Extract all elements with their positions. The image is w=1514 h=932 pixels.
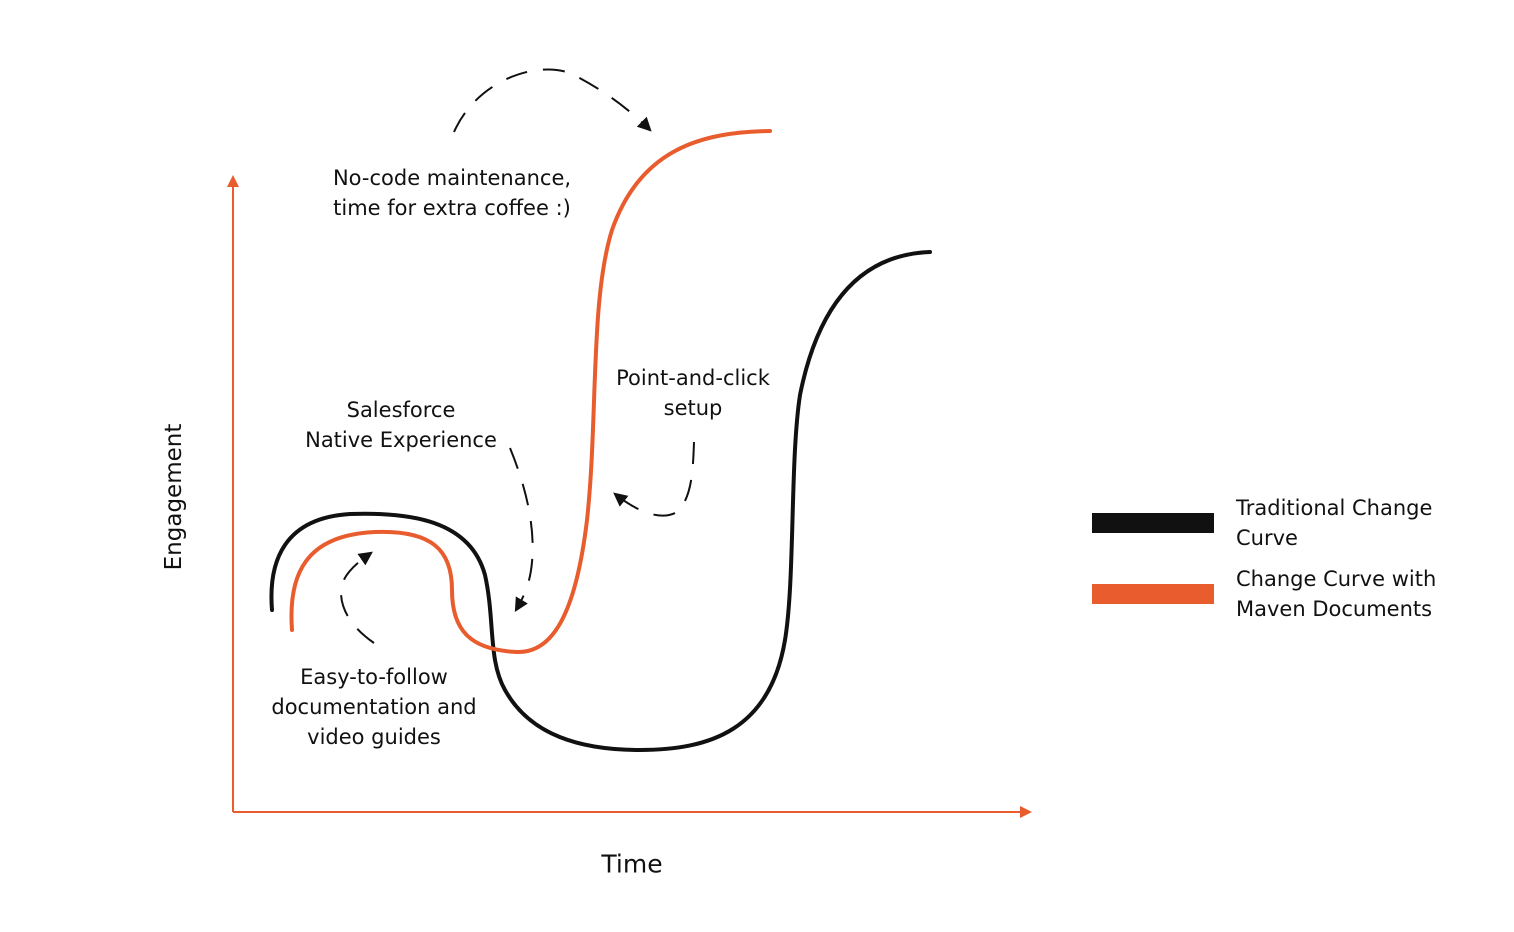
easy-follow-arrow xyxy=(339,551,375,644)
legend-item-traditional: Traditional Change Curve xyxy=(1092,493,1492,553)
legend-swatch-traditional xyxy=(1092,513,1214,533)
legend-item-maven: Change Curve with Maven Documents xyxy=(1092,564,1492,624)
legend-label-traditional: Traditional Change Curve xyxy=(1236,493,1432,553)
annotation-line: documentation and xyxy=(271,695,477,719)
legend-label-maven: Change Curve with Maven Documents xyxy=(1236,564,1436,624)
no-code-annotation: No-code maintenance, time for extra coff… xyxy=(333,163,571,223)
annotation-line: Native Experience xyxy=(305,428,497,452)
no-code-arrow xyxy=(453,68,652,133)
legend-label-line: Curve xyxy=(1236,526,1298,550)
legend-label-line: Traditional Change xyxy=(1236,496,1433,520)
legend-label-line: Change Curve with xyxy=(1236,567,1437,591)
traditional-change-curve xyxy=(269,250,932,753)
salesforce-arrow xyxy=(509,447,534,613)
point-click-arrow xyxy=(613,441,695,517)
easy-follow-annotation: Easy-to-follow documentation and video g… xyxy=(271,662,476,752)
annotation-line: Salesforce xyxy=(346,398,456,422)
annotation-line: Easy-to-follow xyxy=(300,665,448,689)
annotation-line: setup xyxy=(663,396,723,420)
annotation-line: Point-and-click xyxy=(616,366,770,390)
legend-label-line: Maven Documents xyxy=(1236,597,1433,621)
point-click-annotation: Point-and-click setup xyxy=(616,363,770,423)
legend-swatch-maven xyxy=(1092,584,1214,604)
x-axis-label: Time xyxy=(601,849,663,879)
annotation-line: No-code maintenance, xyxy=(332,166,572,190)
annotation-line: video guides xyxy=(307,725,441,749)
y-axis-label: Engagement xyxy=(161,423,187,571)
maven-change-curve xyxy=(289,129,772,655)
annotation-line: time for extra coffee :) xyxy=(333,196,571,220)
salesforce-annotation: Salesforce Native Experience xyxy=(305,395,497,455)
